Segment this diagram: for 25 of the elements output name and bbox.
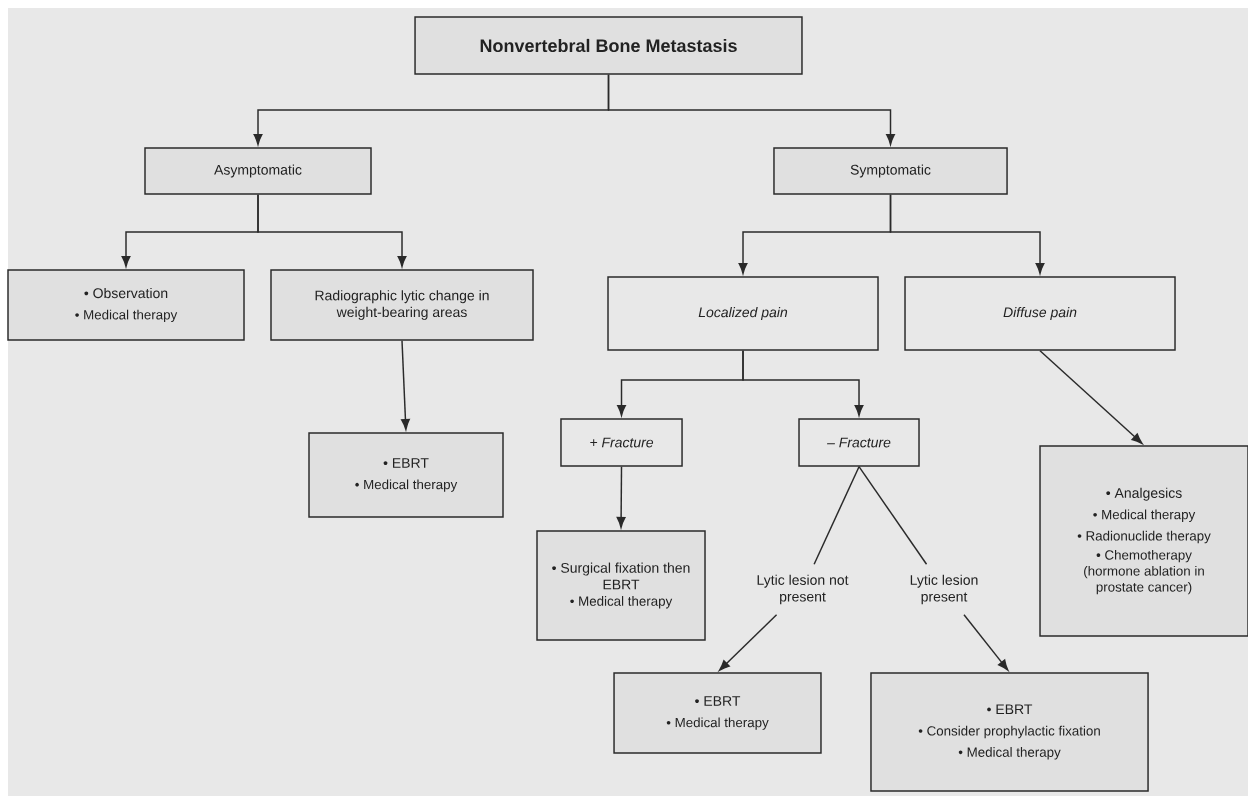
arrow: [1039, 350, 1143, 444]
category-box: Symptomatic: [773, 147, 1008, 195]
category-box: Asymptomatic: [144, 147, 372, 195]
arrow: [718, 614, 778, 671]
branch-label: Lytic lesion not present: [755, 564, 850, 615]
treatment-box: • EBRT • Consider prophylactic fixation • Medical therapy: [870, 672, 1149, 792]
arrow: [889, 194, 1045, 274]
condition-box: Diffuse pain: [904, 276, 1176, 351]
arrow: [963, 614, 1009, 671]
arrow: [401, 340, 410, 430]
condition-box: Radiographic lytic change in weight-bearing areas: [270, 269, 534, 341]
treatment-box: • Surgical fixation then EBRT • Medical therapy: [536, 530, 706, 641]
treatment-box: • Analgesics • Medical therapy • Radionuclide therapy • Chemotherapy (hormone ablation in prostate cancer): [1039, 445, 1248, 637]
condition-box: – Fracture: [798, 418, 920, 467]
arrow: [616, 465, 626, 528]
condition-box: Localized pain: [607, 276, 879, 351]
arrow: [257, 194, 407, 267]
title-box: Nonvertebral Bone Metastasis: [414, 16, 803, 75]
branch-label: Lytic lesion present: [898, 564, 990, 615]
treatment-box: • EBRT • Medical therapy: [613, 672, 822, 754]
treatment-box: • EBRT • Medical therapy: [308, 432, 504, 518]
arrow: [607, 74, 895, 145]
treatment-box: • Observation • Medical therapy: [7, 269, 245, 341]
arrow: [742, 350, 864, 416]
condition-box: + Fracture: [560, 418, 683, 467]
